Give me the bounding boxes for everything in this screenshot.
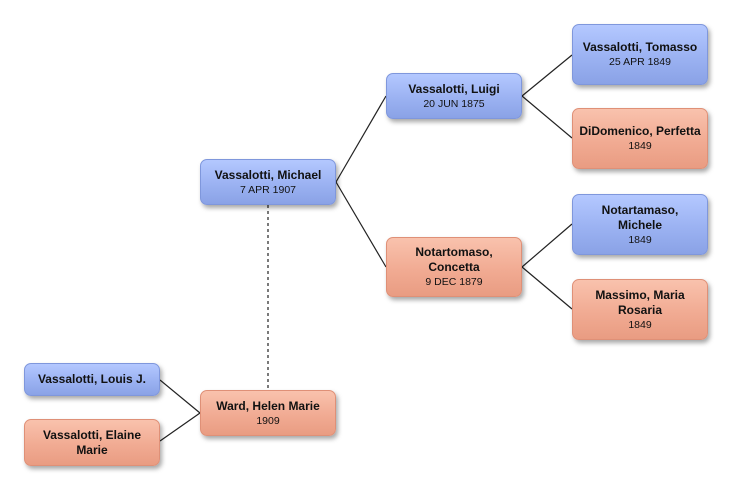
- person-name: Notartomaso, Concetta: [415, 245, 493, 274]
- person-name: Vassalotti, Luigi: [408, 81, 500, 96]
- person-node-michael[interactable]: Vassalotti, Michael 7 APR 1907: [200, 159, 336, 205]
- person-date: 25 APR 1849: [609, 56, 671, 68]
- line-michael-concetta: [335, 181, 387, 268]
- person-name: Vassalotti, Tomasso: [582, 40, 698, 54]
- person-name: Vassalotti, Michael: [214, 167, 322, 182]
- person-date: 9 DEC 1879: [425, 276, 483, 288]
- person-date: 7 APR 1907: [239, 183, 297, 196]
- person-node-michele[interactable]: Notartamaso, Michele 1849: [572, 194, 708, 255]
- person-date: 1849: [628, 318, 652, 331]
- line-luigi-perfetta: [521, 95, 573, 139]
- person-date: 1849: [628, 233, 652, 246]
- line-louis-helen: [159, 379, 201, 414]
- person-date: 20 JUN 1875: [423, 97, 485, 110]
- person-node-luigi[interactable]: Vassalotti, Luigi 20 JUN 1875: [386, 73, 522, 119]
- person-date: 1909: [256, 414, 280, 427]
- person-date: 1849: [628, 140, 652, 152]
- person-node-tomasso[interactable]: Vassalotti, Tomasso 25 APR 1849: [572, 24, 708, 85]
- person-node-maria[interactable]: Massimo, Maria Rosaria 1849: [572, 279, 708, 340]
- person-name: Notartamaso, Michele: [601, 202, 679, 232]
- person-name: Ward, Helen Marie: [216, 398, 320, 413]
- person-node-concetta[interactable]: Notartomaso, Concetta 9 DEC 1879: [386, 237, 522, 297]
- line-concetta-maria: [521, 266, 573, 310]
- line-concetta-michele: [521, 223, 573, 268]
- person-name: DiDomenico, Perfetta: [579, 124, 701, 138]
- person-node-perfetta[interactable]: DiDomenico, Perfetta 1849: [572, 108, 708, 169]
- person-node-elaine[interactable]: Vassalotti, Elaine Marie: [24, 419, 160, 466]
- line-michael-luigi: [335, 95, 387, 183]
- line-luigi-tomasso: [521, 54, 573, 97]
- person-node-helen[interactable]: Ward, Helen Marie 1909: [200, 390, 336, 436]
- person-name: Massimo, Maria Rosaria: [595, 287, 685, 317]
- line-elaine-helen: [159, 412, 201, 442]
- person-name: Vassalotti, Elaine Marie: [42, 427, 142, 457]
- person-node-louis[interactable]: Vassalotti, Louis J.: [24, 363, 160, 396]
- person-name: Vassalotti, Louis J.: [37, 372, 147, 386]
